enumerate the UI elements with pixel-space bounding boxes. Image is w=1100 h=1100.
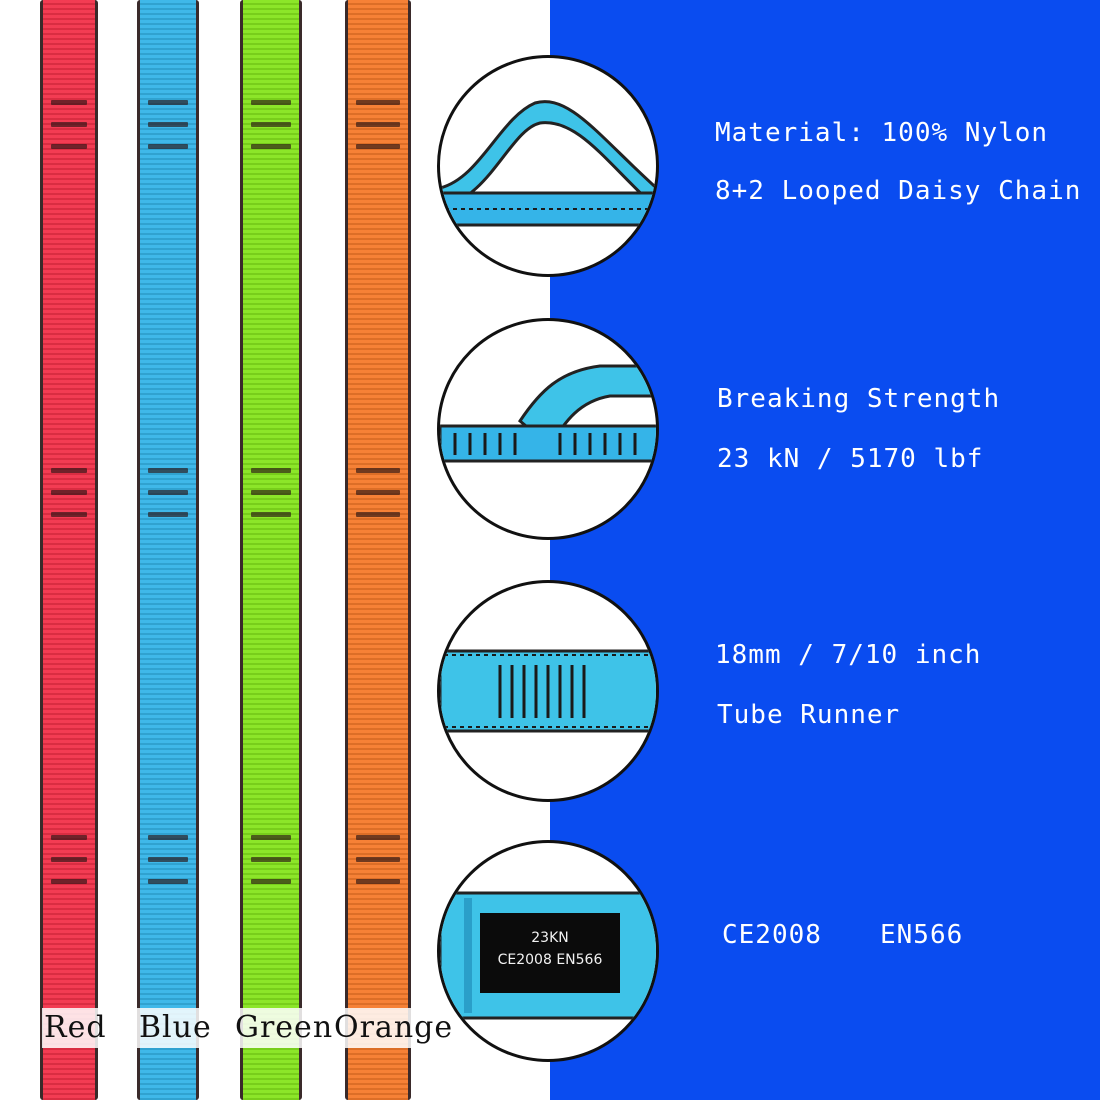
label-red: Red [42,1008,109,1048]
spec-chain: 8+2 Looped Daisy Chain [715,176,1082,206]
detail-loop-rise [437,318,659,540]
spec-cert-ce: CE2008 [722,920,822,950]
tag-line-2: CE2008 EN566 [497,952,603,968]
certification-tag: 23KN CE2008 EN566 [480,913,620,993]
spec-strength-value: 23 kN / 5170 lbf [717,444,984,474]
label-blue: Blue [137,1008,214,1048]
spec-type: Tube Runner [717,700,901,730]
spec-cert-en: EN566 [880,920,964,950]
detail-flat-webbing [437,580,659,802]
label-green: Green [233,1008,336,1048]
spec-width: 18mm / 7/10 inch [715,640,982,670]
detail-label-tag: 23KN CE2008 EN566 [437,840,659,1062]
spec-strength-title: Breaking Strength [717,384,1001,414]
strap-green [240,0,302,1100]
strap-red [40,0,98,1100]
label-orange: Orange [332,1008,456,1048]
tag-line-1: 23KN [531,930,569,946]
strap-orange [345,0,411,1100]
strap-blue [137,0,199,1100]
spec-material: Material: 100% Nylon [715,118,1049,148]
detail-loop-arch [437,55,659,277]
